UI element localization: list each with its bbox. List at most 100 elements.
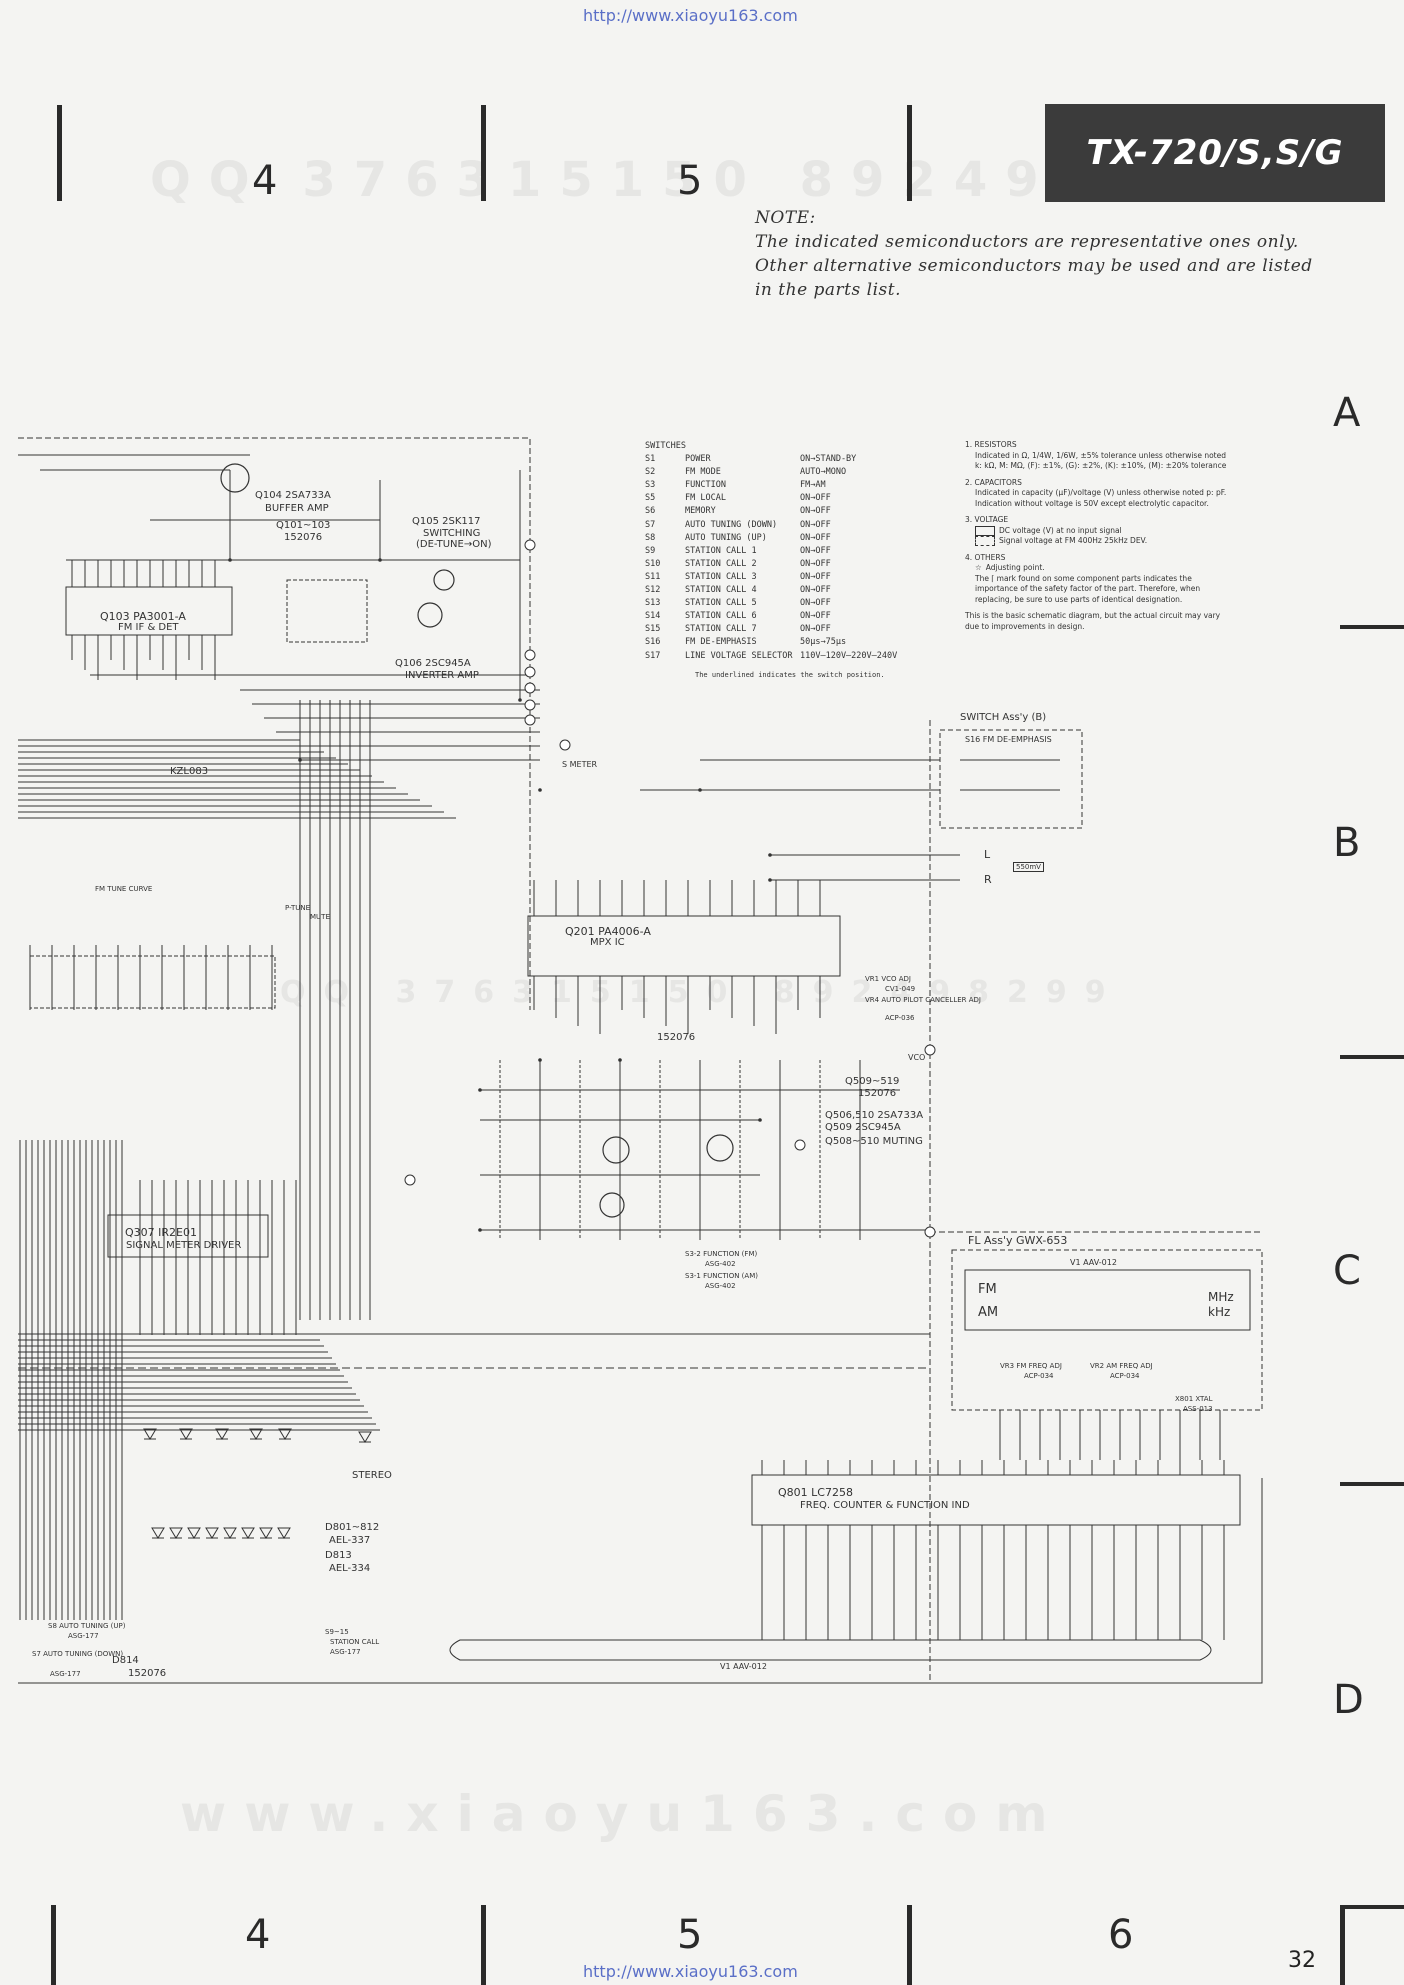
s8-auto-label: S8 AUTO TUNING (UP) — [48, 1622, 126, 1630]
switch-name: POWER — [685, 454, 711, 465]
junction — [378, 558, 382, 562]
grid-column-label: 4 — [245, 1912, 271, 1958]
watermark-bottom: www.xiaoyu163.com — [180, 1785, 1066, 1843]
switch-id: S12 — [645, 585, 661, 596]
junction — [298, 758, 302, 762]
junction — [698, 788, 702, 792]
switch-id: S17 — [645, 650, 661, 661]
fl-am-label: AM — [978, 1305, 999, 1320]
grid-divider — [907, 105, 912, 201]
switch-state: FM→AM — [800, 480, 826, 491]
q201-sub: MPX IC — [590, 937, 625, 948]
switch-name: AUTO TUNING (UP) — [685, 532, 767, 543]
legend-voltage-signal: Signal voltage at FM 400Hz 25kHz DEV. — [999, 536, 1148, 545]
switch-state: ON→OFF — [800, 598, 831, 609]
switch-name: FM MODE — [685, 467, 721, 478]
test-point — [524, 699, 536, 711]
switch-name: FUNCTION — [685, 480, 726, 491]
test-point — [524, 539, 536, 551]
q201-part: 152076 — [657, 1032, 696, 1043]
q105-sub: SWITCHING — [423, 528, 481, 539]
switch-state: AUTO→MONO — [800, 467, 847, 478]
switch-state: 50μs→75μs — [800, 637, 847, 648]
switch-name: STATION CALL 6 — [685, 611, 757, 622]
q106-label: Q106 2SC945A — [395, 658, 471, 669]
switch-state: ON→OFF — [800, 545, 831, 556]
v1-bottom-label: V1 AAV-012 — [720, 1662, 767, 1671]
s9-15-label: S9~15 — [325, 1628, 349, 1636]
dc-voltage-symbol — [975, 525, 995, 536]
q105-sub2: (DE-TUNE→ON) — [416, 539, 492, 550]
test-point — [924, 1044, 936, 1056]
test-point — [404, 1174, 416, 1186]
test-point — [559, 739, 571, 751]
vr4-part: ACP-036 — [885, 1014, 915, 1022]
url-bottom[interactable]: http://www.xiaoyu163.com — [583, 1962, 798, 1981]
d813-label: D813 — [325, 1550, 352, 1561]
legend-others-title: 4. OTHERS — [965, 552, 1006, 562]
test-point — [524, 649, 536, 661]
junction — [768, 853, 772, 857]
legend: 1. RESISTORS Indicated in Ω, 1/4W, 1/6W,… — [965, 440, 1227, 632]
junction — [518, 698, 522, 702]
switch-state: 110V—120V—220V—240V — [800, 650, 898, 661]
switch-state: ON→OFF — [800, 624, 831, 635]
grid-column-label: 4 — [252, 158, 278, 204]
grid-row-divider — [1340, 625, 1404, 629]
legend-voltage-dc: DC voltage (V) at no input signal — [999, 525, 1122, 535]
s8-part: ASG-177 — [68, 1632, 99, 1640]
led-symbol — [205, 1527, 219, 1539]
grid-row-label: D — [1333, 1677, 1364, 1723]
switch-id: S15 — [645, 624, 661, 635]
led-symbol — [187, 1527, 201, 1539]
adjust-point-icon: ☆ — [975, 563, 982, 572]
switch-id: S10 — [645, 558, 661, 569]
switch-id: S7 — [645, 519, 656, 530]
switch-id: S9 — [645, 545, 656, 556]
fl-assy-label: FL Ass'y GWX-653 — [968, 1234, 1068, 1247]
s7-part: ASG-177 — [50, 1670, 81, 1678]
switch-assy-label: SWITCH Ass'y (B) — [960, 712, 1047, 723]
d801-label: D801~812 — [325, 1522, 380, 1533]
note-text: The indicated semiconductors are represe… — [755, 232, 1313, 300]
s9-15-sub: STATION CALL — [330, 1638, 380, 1646]
test-point — [524, 682, 536, 694]
switch-id: S5 — [645, 493, 656, 504]
legend-capacitors-title: 2. CAPACITORS — [965, 477, 1022, 487]
led-symbol — [179, 1428, 193, 1440]
fl-khz-label: kHz — [1208, 1305, 1231, 1319]
tp-smeter-label: S METER — [562, 760, 598, 769]
q801-sub: FREQ. COUNTER & FUNCTION IND — [800, 1500, 970, 1511]
v1-label: V1 AAV-012 — [1070, 1258, 1117, 1267]
s7-auto-label: S7 AUTO TUNING (DOWN) — [32, 1650, 124, 1658]
led-symbol — [169, 1527, 183, 1539]
d801-part: AEL-337 — [329, 1535, 371, 1546]
url-top[interactable]: http://www.xiaoyu163.com — [583, 6, 798, 25]
switch-name: FM DE-EMPHASIS — [685, 637, 757, 648]
page-number: 32 — [1288, 1948, 1316, 1973]
switch-state: ON→OFF — [800, 611, 831, 622]
grid-column-label: 5 — [677, 158, 703, 204]
led-symbol — [241, 1527, 255, 1539]
switch-name: STATION CALL 4 — [685, 585, 757, 596]
led-symbol — [249, 1428, 263, 1440]
q201-label: Q201 PA4006-A — [565, 925, 651, 938]
vr3-part: ACP-034 — [1024, 1372, 1054, 1380]
test-point — [524, 714, 536, 726]
switch-name: STATION CALL 5 — [685, 598, 757, 609]
q509b-label: Q509 2SC945A — [825, 1122, 901, 1133]
junction — [478, 1088, 482, 1092]
switch-state: ON→STAND-BY — [800, 454, 857, 465]
switch-name: FM LOCAL — [685, 493, 726, 504]
s3-fm-label: S3-2 FUNCTION (FM) — [685, 1250, 758, 1258]
legend-resistors-text: Indicated in Ω, 1/4W, 1/6W, ±5% toleranc… — [975, 450, 1227, 471]
switch-state: ON→OFF — [800, 519, 831, 530]
